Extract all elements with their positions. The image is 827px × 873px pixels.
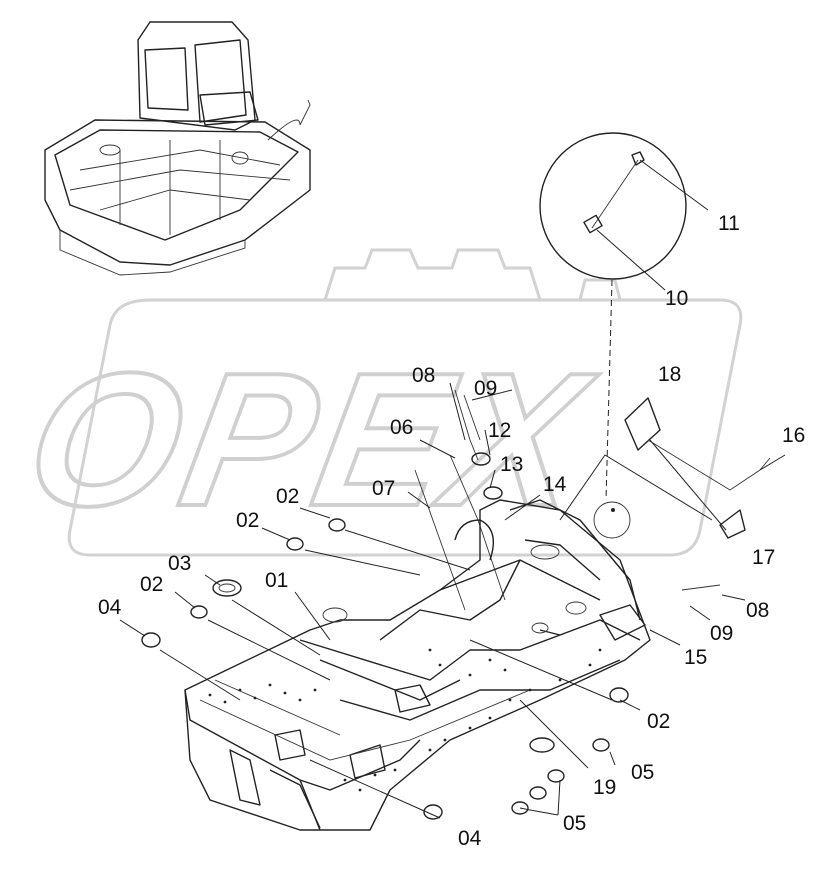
callout-07: 07 [372,477,395,500]
callout-01: 01 [265,569,288,592]
callout-02: 02 [276,485,299,508]
callout-08: 08 [412,364,435,387]
callout-12: 12 [488,419,511,442]
detail-circle [539,132,709,539]
callout-10: 10 [665,287,688,310]
frame-holes [208,648,602,792]
callout-02: 02 [647,710,670,733]
callout-04: 04 [98,596,122,619]
callout-14: 14 [543,473,567,496]
callout-08: 08 [746,599,769,622]
inset-excavator-overview [44,21,311,276]
callouts: 11 10 18 16 08 09 12 06 13 07 14 02 02 0… [98,212,805,850]
main-frame [184,499,651,831]
callout-05: 05 [631,761,654,784]
callout-02: 02 [140,573,163,596]
callout-06: 06 [390,416,413,439]
leader-lines [119,382,786,819]
callout-03: 03 [168,552,191,575]
small-parts [141,397,771,820]
callout-13: 13 [500,453,523,476]
watermark-logo: OPEX [12,248,743,557]
callout-04: 04 [458,827,482,850]
watermark-text: OPEX [14,333,608,545]
callout-18: 18 [658,363,681,386]
callout-09: 09 [710,622,733,645]
callout-15: 15 [684,646,707,669]
callout-16: 16 [782,424,805,447]
callout-09: 09 [474,377,497,400]
callout-02: 02 [236,509,259,532]
callout-17: 17 [752,546,775,569]
callout-11: 11 [718,212,740,235]
callout-05: 05 [563,812,586,835]
callout-19: 19 [593,776,616,799]
